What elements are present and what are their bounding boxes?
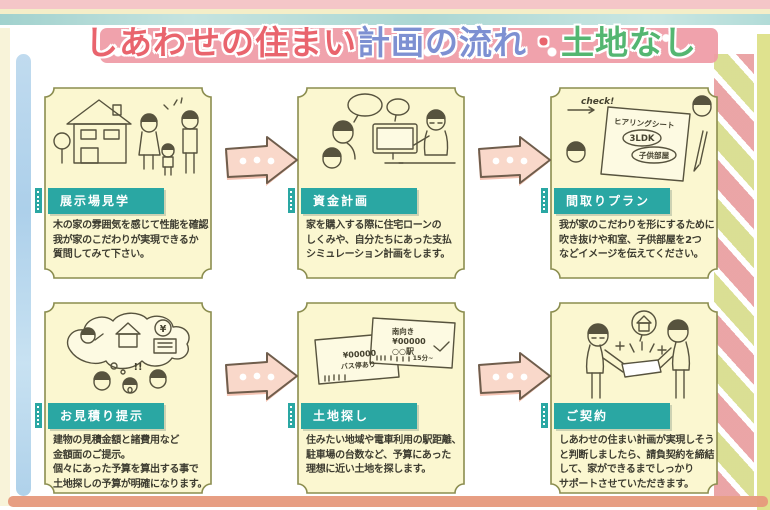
top-cream-stripe <box>0 9 770 14</box>
front-card-price-text: ¥00000 <box>392 337 426 346</box>
flow-arrow-icon <box>225 136 298 186</box>
tag-stitch-decoration <box>541 403 548 428</box>
step-panel-estimate: ¥ !! お見積り提示 建物の見積金額と諸費用など 金額面のご提示。 個々にあっ… <box>35 300 214 496</box>
step-description-floorplan: 我が家のこだわりを形にするために 吹き抜けや和室、子供部屋を2つ などイメージを… <box>559 220 715 260</box>
panel-frame <box>44 87 212 279</box>
step-description-funding: 家を購入する際に住宅ローンの しくみや、自分たちにあった支払 シミュレーション計… <box>306 220 452 260</box>
hearing-sheet-illustration: check! ヒアリングシート 3LDK 子供部屋 <box>566 95 712 182</box>
tag-stitch-decoration <box>35 403 42 428</box>
step-description-contract: しあわせの住まい計画が実現しそう と判断しましたら、請負契約を締結 して、家がで… <box>559 435 715 490</box>
step-label-exhibition: 展示場見学 <box>48 188 164 214</box>
top-teal-stripe <box>0 14 770 25</box>
tag-stitch-decoration <box>541 188 548 213</box>
panel-frame <box>550 302 718 494</box>
step-panel-landsearch: ¥00000 バス停あり 南向き ¥00000 ○○駅 15分~ 土地探し 住み… <box>288 300 467 496</box>
step-panel-funding: 資金計画 家を購入する際に住宅ローンの しくみや、自分たちにあった支払 シミュレ… <box>288 85 467 281</box>
check-note-text: check! <box>581 97 614 107</box>
bottom-orange-stripe <box>8 496 768 507</box>
land-listings-illustration: ¥00000 バス停あり 南向き ¥00000 ○○駅 15分~ <box>314 317 456 385</box>
step-panel-exhibition: 展示場見学 木の家の雰囲気を感じて性能を確認 我が家のこだわりが実現できるか 質… <box>35 85 214 281</box>
front-card-station-text: ○○駅 <box>392 347 415 356</box>
step-description-landsearch: 住みたい地域や電車利用の駅距離、 駐車場の台数など、予算にあった 理想に近い土地… <box>306 435 462 475</box>
step-label-floorplan: 間取りプラン <box>554 188 670 214</box>
sheet-item-kidsroom-text: 子供部屋 <box>639 150 670 160</box>
step-description-exhibition: 木の家の雰囲気を感じて性能を確認 我が家のこだわりが実現できるか 質問してみて下… <box>53 220 209 260</box>
step-label-landsearch: 土地探し <box>301 403 417 429</box>
step-label-funding: 資金計画 <box>301 188 417 214</box>
left-blue-stripe <box>16 54 31 496</box>
title-dot: ・ <box>527 23 561 62</box>
family-house-illustration <box>53 97 199 176</box>
tag-stitch-decoration <box>35 188 42 213</box>
top-pink-stripe <box>0 0 770 9</box>
flow-arrow-icon <box>478 136 551 186</box>
title-part-1: しあわせの住まい <box>85 23 357 62</box>
estimate-thought-illustration: ¥ !! <box>66 312 190 394</box>
yen-symbol-text: ¥ <box>160 324 167 335</box>
flow-arrow-icon <box>225 352 298 402</box>
title-banner <box>100 28 718 63</box>
consultation-monitor-illustration <box>322 93 456 169</box>
step-description-estimate: 建物の見積金額と諸費用など 金額面のご提示。 個々にあった予算を算出する事で 土… <box>53 435 208 490</box>
flow-arrow-icon <box>478 352 551 402</box>
page-title: しあわせの住まい計画の流れ・土地なし <box>55 16 727 64</box>
title-part-2: 計画の流れ <box>357 23 527 62</box>
front-card-facing-text: 南向き <box>392 327 414 336</box>
step-label-contract: ご契約 <box>554 403 670 429</box>
panel-frame <box>297 87 465 279</box>
left-cream-stripe <box>0 28 10 506</box>
right-candy-stripes <box>714 54 754 496</box>
tag-stitch-decoration <box>288 188 295 213</box>
hearing-sheet-title-text: ヒアリングシート <box>614 116 675 130</box>
sheet-item-3ldk-text: 3LDK <box>630 134 655 144</box>
exclamation-text: !! <box>133 362 142 373</box>
step-panel-floorplan: check! ヒアリングシート 3LDK 子供部屋 間取りプラン 我が家のこだわ… <box>541 85 720 281</box>
right-green-stripe <box>757 34 770 510</box>
step-label-estimate: お見積り提示 <box>48 403 164 429</box>
title-part-3: 土地なし <box>561 23 697 62</box>
back-card-busstop-text: バス停あり <box>341 360 377 371</box>
front-card-minutes-text: 15分~ <box>413 353 434 362</box>
back-card-price-text: ¥00000 <box>343 349 377 360</box>
tag-stitch-decoration <box>288 403 295 428</box>
step-panel-contract: ご契約 しあわせの住まい計画が実現しそう と判断しましたら、請負契約を締結 して… <box>541 300 720 496</box>
contract-handover-illustration <box>585 310 691 399</box>
